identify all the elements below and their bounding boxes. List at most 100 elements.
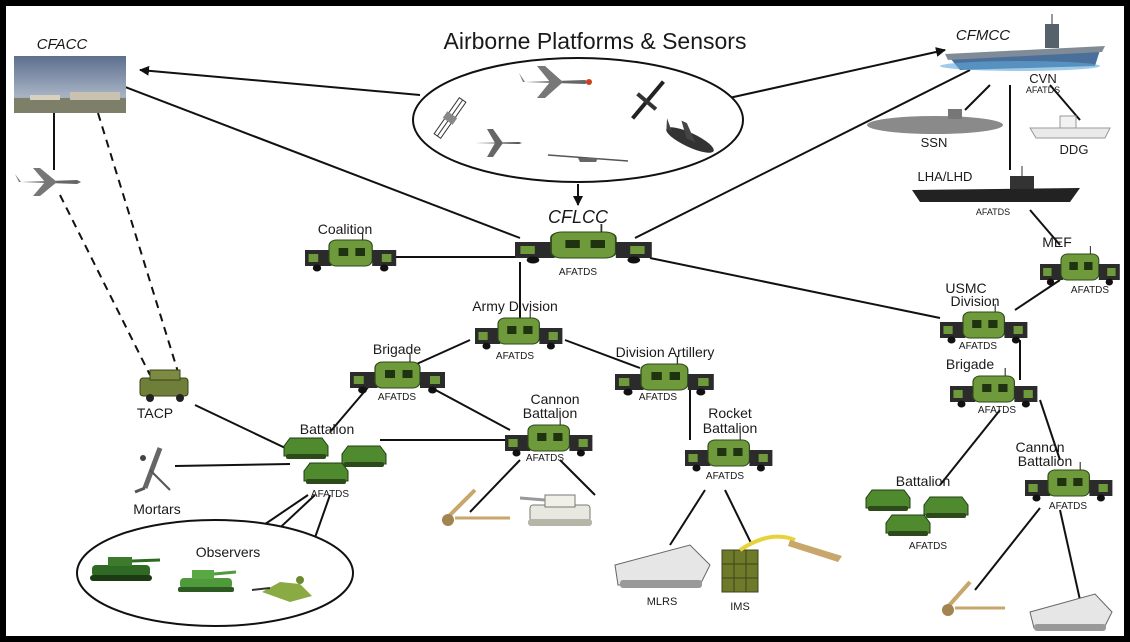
div-artillery-afatds-label: AFATDS <box>639 392 677 403</box>
cannon-battalion-label-1: Cannon <box>530 391 579 407</box>
div-artillery-label: Division Artillery <box>616 344 715 360</box>
tacp-node: TACP <box>137 369 189 421</box>
cfacc-label: CFACC <box>37 36 88 53</box>
coalition-label: Coalition <box>318 221 372 237</box>
coalition-node: Coalition <box>304 221 397 273</box>
army-division-node: Army Division AFATDS <box>472 298 563 362</box>
usmc-division-label-2: Division <box>950 293 999 309</box>
army-division-label: Army Division <box>472 298 558 314</box>
tank-icon-2 <box>178 570 237 592</box>
battalion-label: Battalion <box>300 421 354 437</box>
rocket-battalion-label-1: Rocket <box>708 405 752 421</box>
ims-label: IMS <box>730 601 750 613</box>
cannon-battalion-afatds-label: AFATDS <box>526 453 564 464</box>
mortars-label: Mortars <box>133 501 180 517</box>
rocket-battalion-node: Rocket Battalion AFATDS <box>684 405 773 482</box>
small-aircraft-icon <box>475 129 522 157</box>
cflcc-label: CFLCC <box>548 207 609 227</box>
airborne-platforms-group: Airborne Platforms & Sensors <box>412 28 747 183</box>
tank-icon-1 <box>90 557 161 581</box>
cfacc-node: CFACC <box>14 36 126 196</box>
tanker-aircraft-icon <box>666 118 714 153</box>
mlrs-label: MLRS <box>647 596 678 608</box>
line-cannon-bn-sph <box>559 459 596 496</box>
fighter-jet-icon <box>519 66 592 98</box>
ims-icon <box>721 534 842 593</box>
lha-afatds-label: AFATDS <box>976 207 1010 217</box>
usmc-battalion-apc-3 <box>885 514 931 537</box>
line-brigade-cannon-battalion <box>429 386 511 431</box>
battalion-apc-2 <box>341 445 387 468</box>
line-cfmcc-cflcc <box>634 69 971 239</box>
usmc-division-node: USMC Division AFATDS <box>939 280 1028 352</box>
towed-howitzer-icon <box>442 488 510 526</box>
line-rocket-bn-mlrs <box>669 489 706 546</box>
satellite-icon <box>433 96 467 140</box>
self-propelled-howitzer-icon <box>519 494 592 526</box>
uav-icon <box>631 80 665 120</box>
line-mortars-battalion <box>174 463 291 467</box>
usmc-brigade-node: Brigade AFATDS <box>946 356 1038 416</box>
mef-label: MEF <box>1042 234 1072 250</box>
line-mef-usmc-division <box>1014 279 1061 311</box>
airborne-ellipse <box>412 57 744 183</box>
line-usmc-brigade-battalion <box>939 409 1001 486</box>
div-artillery-node: Division Artillery AFATDS <box>614 344 715 403</box>
battalion-apc-3 <box>303 462 349 485</box>
observers-group: Observers <box>76 519 354 627</box>
cannon-battalion-node: Cannon Battalion AFATDS <box>504 391 593 464</box>
dashed-jet-tacp <box>59 194 151 376</box>
brigade-afatds-label: AFATDS <box>378 392 416 403</box>
lha-label: LHA/LHD <box>918 169 973 184</box>
mlrs-icon <box>614 544 711 588</box>
line-army-division-div-artillery <box>564 339 641 369</box>
cannon-battalion-label-2: Battalion <box>523 405 577 421</box>
destroyer-icon <box>1029 115 1111 139</box>
usmc-cannon-battalion-label-1: Cannon <box>1015 439 1064 455</box>
usmc-division-label-1: USMC <box>945 280 986 296</box>
usmc-cannon-battalion-label-2: Battalion <box>1018 453 1072 469</box>
usmc-cannon-battalion-node: Cannon Battalion AFATDS <box>1015 439 1113 512</box>
tacp-label: TACP <box>137 405 173 421</box>
cflcc-afatds-label: AFATDS <box>559 267 597 278</box>
usmc-battalion-apc-1 <box>865 489 911 512</box>
line-lha-mef <box>1029 209 1061 246</box>
usmc-brigade-afatds-label: AFATDS <box>978 405 1016 416</box>
observers-label: Observers <box>196 544 261 560</box>
usmc-towed-howitzer-icon <box>942 580 1005 616</box>
cfmcc-label: CFMCC <box>956 27 1010 44</box>
brigade-node: Brigade AFATDS <box>349 341 446 403</box>
lha-ship-icon <box>912 166 1080 202</box>
ssn-label: SSN <box>921 135 948 150</box>
battalion-afatds-label: AFATDS <box>311 489 349 500</box>
humvee-icon <box>139 369 189 402</box>
rocket-battalion-label-2: Battalion <box>703 420 757 436</box>
line-tacp-battalion <box>194 404 301 456</box>
rocket-battalion-afatds-label: AFATDS <box>706 471 744 482</box>
mortar-icon <box>134 447 171 494</box>
line-army-division-brigade <box>409 339 471 368</box>
dashed-cfacc-tacp <box>97 112 179 373</box>
ddg-label: DDG <box>1060 142 1089 157</box>
line-cfacc-cflcc <box>119 84 521 239</box>
carrier-icon <box>940 14 1105 71</box>
arrow-sensors-to-cfmcc <box>719 47 946 101</box>
usmc-brigade-label: Brigade <box>946 356 994 372</box>
brigade-label: Brigade <box>373 341 421 357</box>
usmc-battalion-apc-2 <box>923 496 969 519</box>
line-usmc-cannon-bn-howitzer <box>974 507 1041 591</box>
mef-node: MEF AFATDS <box>1039 234 1121 296</box>
submarine-icon <box>867 109 1003 134</box>
usmc-battalion-node: Battalion AFATDS <box>865 473 969 552</box>
line-usmc-brigade-cannon-bn <box>1039 399 1061 461</box>
line-rocket-bn-ims <box>724 489 753 546</box>
usmc-battalion-label: Battalion <box>896 473 950 489</box>
line-cvn-ssn <box>964 84 991 111</box>
diagram-title: Airborne Platforms & Sensors <box>444 28 747 54</box>
cfacc-jet-icon <box>15 168 81 196</box>
usmc-mlrs-icon <box>1029 593 1113 631</box>
predator-uav-icon <box>547 154 629 162</box>
line-cflcc-usmc-division <box>649 257 941 319</box>
army-division-afatds-label: AFATDS <box>496 351 534 362</box>
